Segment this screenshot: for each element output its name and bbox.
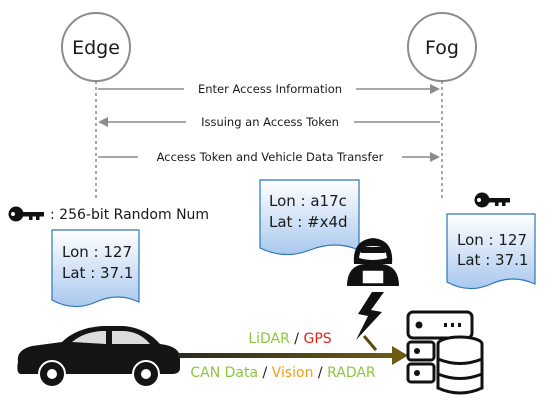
car-icon [17,326,181,388]
flow-label-top: LiDAR / GPS [248,331,331,347]
message-label: Access Token and Vehicle Data Transfer [157,150,384,164]
flow-bottom-part-0: CAN Data [190,365,258,381]
encrypted-location-document: Lon : a17c Lat : #x4d [259,179,360,256]
flow-label-bottom: CAN Data / Vision / RADAR [190,365,376,381]
key-icon [8,206,44,222]
vehicle-data-flow: LiDAR / GPS CAN Data / Vision / RADAR [178,331,408,381]
lightning-icon [356,292,384,340]
flow-bottom-part-3: / [313,365,327,381]
hacker-icon [347,238,399,286]
message-issuing-token: Issuing an Access Token [98,115,440,129]
key-legend: : 256-bit Random Num [8,206,209,223]
key-icon [474,192,510,208]
edge-node-label: Edge [72,37,120,59]
key-legend-label: : 256-bit Random Num [50,207,209,223]
flow-bottom-part-4: RADAR [327,365,376,381]
document-line-lon: Lon : 127 [457,231,527,249]
document-line-lat: Lat : 37.1 [62,264,133,282]
attack-arrow-line [362,335,378,351]
edge-location-document: Lon : 127 Lat : 37.1 [51,229,140,308]
document-shape [51,229,140,308]
document-line-lon: Lon : 127 [62,243,132,261]
message-token-transfer: Access Token and Vehicle Data Transfer [98,150,440,164]
document-shape [259,179,360,256]
message-enter-access: Enter Access Information [98,82,440,96]
document-shape [446,213,536,290]
arrowhead-right-icon [430,152,440,162]
fog-node-label: Fog [425,37,459,59]
arrowhead-left-icon [98,117,108,127]
flow-bottom-part-1: / [258,365,272,381]
document-line-lat: Lat : #x4d [269,213,348,231]
fog-node: Fog [407,12,477,82]
arrowhead-right-icon [430,84,440,94]
message-label: Issuing an Access Token [201,115,339,129]
flow-top-part-0: LiDAR [248,331,290,347]
document-line-lat: Lat : 37.1 [457,251,528,269]
database-server-icon [406,310,484,395]
arrowhead-right-icon [392,346,408,365]
flow-top-part-2: GPS [303,331,331,347]
message-label: Enter Access Information [198,82,342,96]
edge-node: Edge [61,12,131,82]
attack-arrow [362,335,378,351]
flow-line [178,353,394,358]
flow-top-part-1: / [290,331,304,347]
fog-location-document: Lon : 127 Lat : 37.1 [446,213,536,290]
flow-bottom-part-2: Vision [272,365,314,381]
document-line-lon: Lon : a17c [269,192,347,210]
